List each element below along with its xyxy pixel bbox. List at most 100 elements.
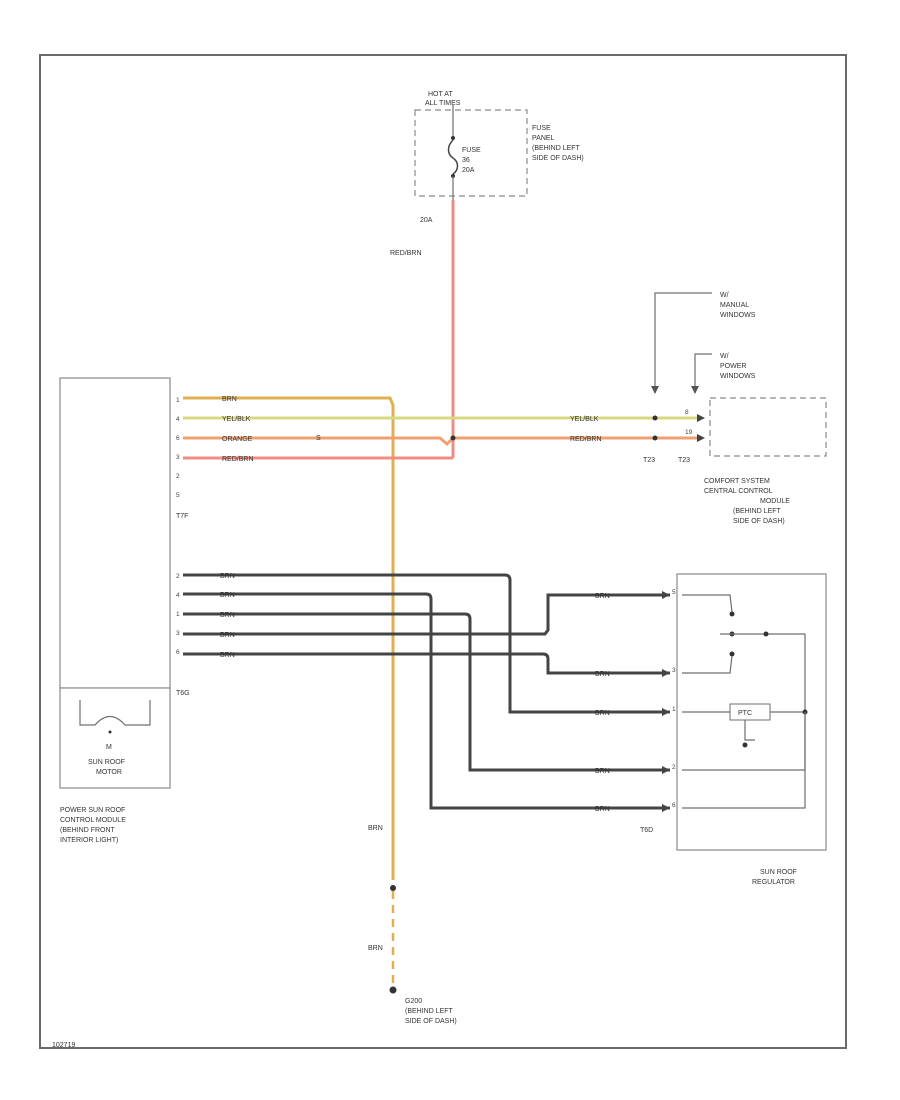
ptc-element — [729, 703, 771, 721]
motor-label-1: SUN ROOF — [88, 759, 125, 766]
wire-brn-ground — [183, 396, 395, 880]
ground-point — [389, 986, 397, 994]
reg-pin-arrow-1 — [662, 591, 670, 599]
manual-note-1: W/ — [720, 292, 729, 299]
ground-wire-label-2: BRN — [368, 945, 383, 952]
wire-label-bottom-4: BRN — [220, 632, 235, 639]
connector-t7f: T7F — [176, 513, 188, 520]
manual-note-2: MANUAL — [720, 302, 749, 309]
fuse-wire-color: RED/BRN — [390, 250, 422, 257]
power-note-1: W/ — [720, 353, 729, 360]
reg-pin-arrow-5 — [662, 804, 670, 812]
all-times-label: ALL TIMES — [425, 100, 461, 107]
fuse-rating: 20A — [462, 167, 475, 174]
diagram-code: 102719 — [52, 1042, 75, 1049]
ground-splice-top — [390, 885, 396, 891]
motor-contact — [108, 730, 112, 734]
reg-trace-1 — [682, 594, 733, 613]
motor-switch-symbol — [79, 700, 151, 726]
comfort-pin-2: 19 — [685, 429, 693, 436]
fuse-output-label: 20A — [420, 217, 433, 224]
pin-bottom-2: 4 — [176, 592, 180, 599]
reg-trace-5 — [744, 720, 755, 741]
wire-label-yel-blk: YEL/BLK — [222, 416, 251, 423]
connector-t6g: T6G — [176, 690, 190, 697]
reg-pin-4: 2 — [672, 764, 676, 771]
reg-wire-3: BRN — [595, 710, 610, 717]
wire-brn-2 — [183, 592, 670, 810]
control-module-label-2: CONTROL MODULE — [60, 817, 126, 824]
ptc-label: PTC — [738, 710, 752, 717]
reg-wire-5: BRN — [595, 806, 610, 813]
wire-brn-3 — [183, 612, 670, 772]
pin-top-4: 3 — [176, 454, 180, 461]
motor-box — [59, 687, 171, 789]
power-note-2: POWER — [720, 363, 746, 370]
wire-label-bottom-1: BRN — [220, 573, 235, 580]
comfort-label-2: CENTRAL CONTROL — [704, 488, 773, 495]
comfort-pin-arrow-2 — [697, 434, 705, 442]
wire-brn-5 — [183, 652, 670, 675]
reg-wire-4: BRN — [595, 768, 610, 775]
reg-pin-1: 5 — [672, 589, 676, 596]
fuse-terminal-top — [451, 136, 455, 140]
wire-label-bottom-2: BRN — [220, 592, 235, 599]
reg-pin-2: 3 — [672, 667, 676, 674]
comfort-pin-1: 8 — [685, 409, 689, 416]
motor-label-2: MOTOR — [96, 769, 122, 776]
power-windows-leader — [694, 353, 712, 393]
fuse-panel-box — [414, 109, 528, 197]
fuse-number: 36 — [462, 157, 470, 164]
ground-label-3: SIDE OF DASH) — [405, 1018, 457, 1025]
comfort-label-4: (BEHIND LEFT — [733, 508, 782, 515]
comfort-label-5: SIDE OF DASH) — [733, 518, 785, 525]
reg-pin-arrow-4 — [662, 766, 670, 774]
pin-bottom-4: 3 — [176, 630, 180, 637]
comfort-connector-2: T23 — [678, 457, 690, 464]
comfort-wire-1: YEL/BLK — [570, 416, 599, 423]
reg-pin-3: 1 — [672, 706, 676, 713]
wire-label-orange: ORANGE — [222, 436, 253, 443]
control-module-label-3: (BEHIND FRONT — [60, 827, 116, 834]
reg-wire-2: BRN — [595, 671, 610, 678]
reg-pin-arrow-3 — [662, 708, 670, 716]
wire-label-bottom-5: BRN — [220, 652, 235, 659]
comfort-wire-2: RED/BRN — [570, 436, 602, 443]
wire-label-brn: BRN — [222, 396, 237, 403]
fuse-symbol — [447, 139, 459, 175]
pin-bottom-3: 1 — [176, 611, 180, 618]
fuse-panel-label-3: (BEHIND LEFT — [532, 145, 581, 152]
splice-dot — [450, 435, 456, 441]
pin-top-6: 5 — [176, 492, 180, 499]
comfort-label-3: MODULE — [760, 498, 790, 505]
fuse-panel-label-1: FUSE — [532, 125, 551, 132]
reg-trace-2 — [682, 633, 806, 771]
power-windows-arrow — [691, 386, 699, 394]
fuse-panel-label-4: SIDE OF DASH) — [532, 155, 584, 162]
regulator-label-2: REGULATOR — [752, 879, 795, 886]
reg-wire-1: BRN — [595, 593, 610, 600]
comfort-splice-2 — [652, 435, 658, 441]
regulator-label-1: SUN ROOF — [760, 869, 797, 876]
fuse-name: FUSE — [462, 147, 481, 154]
comfort-module-box — [709, 397, 827, 457]
manual-windows-leader — [654, 292, 712, 393]
diagram-frame — [39, 54, 847, 1049]
pin-top-3: 6 — [176, 435, 180, 442]
control-module-label-4: INTERIOR LIGHT) — [60, 837, 118, 844]
wire-orange — [183, 436, 700, 447]
reg-contact-1 — [729, 611, 735, 617]
reg-trace-6 — [682, 712, 806, 809]
motor-symbol: M — [106, 744, 112, 751]
ground-label-2: (BEHIND LEFT — [405, 1008, 454, 1015]
pin-top-2: 4 — [176, 416, 180, 423]
reg-contact-4 — [763, 631, 769, 637]
hot-at-label: HOT AT — [428, 91, 453, 98]
comfort-splice-1 — [652, 415, 658, 421]
wire-label-red-brn: RED/BRN — [222, 456, 254, 463]
wire-brn-4 — [183, 593, 670, 636]
fuse-panel-label-2: PANEL — [532, 135, 555, 142]
wire-label-bottom-3: BRN — [220, 612, 235, 619]
manual-note-3: WINDOWS — [720, 312, 756, 319]
